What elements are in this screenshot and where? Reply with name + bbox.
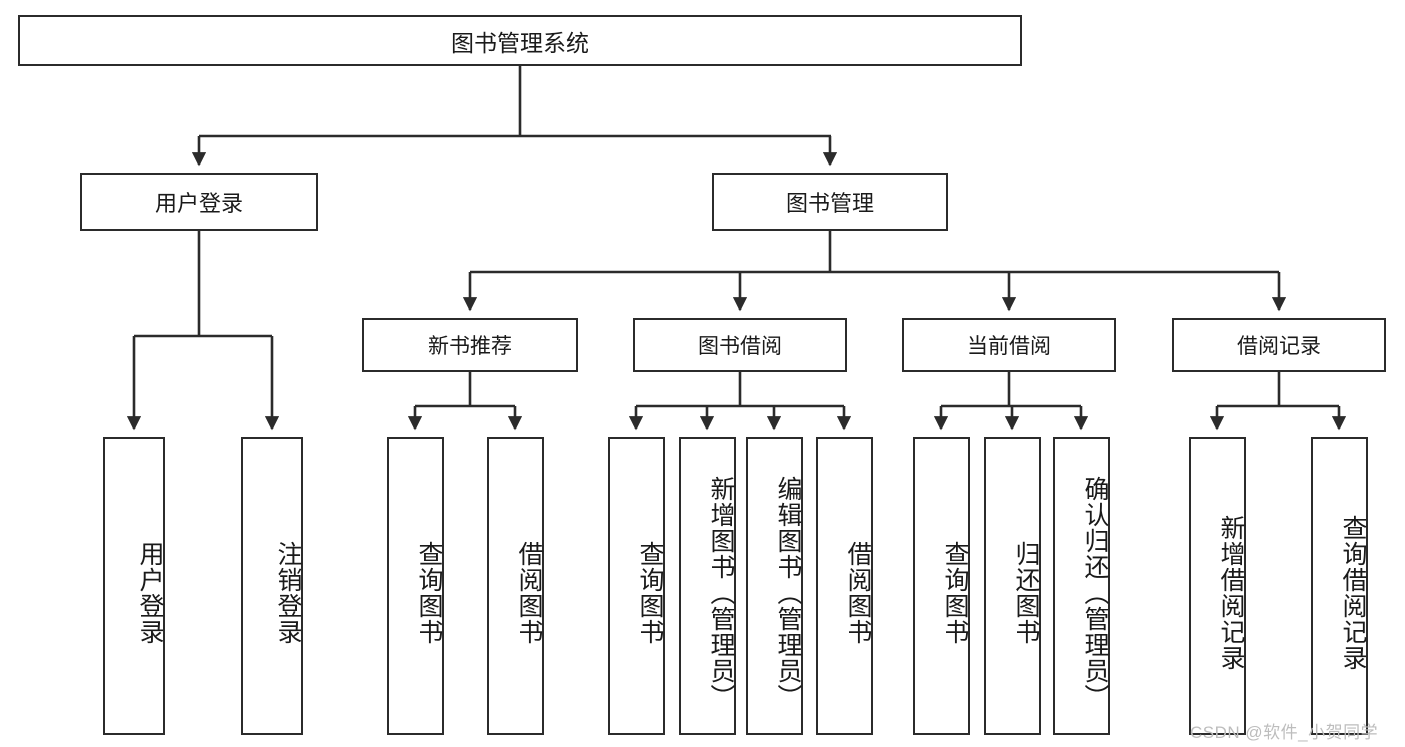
leaf-node-label: 查询图书: [941, 541, 969, 645]
node-borrow-record[interactable]: 借阅记录: [1172, 318, 1386, 372]
node-new-book-recommend[interactable]: 新书推荐: [362, 318, 578, 372]
leaf-node-label: 注销登录: [274, 541, 302, 645]
leaf-node-label: 确认归还（管理员）: [1081, 476, 1109, 710]
csdn-watermark: CSDN @软件_小贺同学: [1190, 723, 1379, 742]
leaf-node[interactable]: 新增借阅记录: [1189, 437, 1246, 735]
leaf-node[interactable]: 新增图书（管理员）: [679, 437, 736, 735]
node-user-login-label: 用户登录: [154, 191, 243, 216]
leaf-node-label: 借阅图书: [515, 541, 543, 645]
leaf-node[interactable]: 查询图书: [608, 437, 665, 735]
leaf-node-label: 编辑图书（管理员）: [774, 476, 802, 710]
leaf-node[interactable]: 查询图书: [387, 437, 444, 735]
node-book-management-label: 图书管理: [785, 191, 874, 216]
leaf-node-label: 新增图书（管理员）: [707, 476, 735, 710]
node-root-label: 图书管理系统: [451, 29, 589, 56]
leaf-node-label: 借阅图书: [844, 541, 872, 645]
leaf-node[interactable]: 确认归还（管理员）: [1053, 437, 1110, 735]
leaf-node[interactable]: 注销登录: [241, 437, 303, 735]
leaf-node[interactable]: 查询借阅记录: [1311, 437, 1368, 735]
node-root[interactable]: 图书管理系统: [18, 15, 1022, 66]
node-book-borrow[interactable]: 图书借阅: [633, 318, 847, 372]
node-user-login[interactable]: 用户登录: [80, 173, 318, 231]
leaf-node[interactable]: 用户登录: [103, 437, 165, 735]
leaf-node[interactable]: 查询图书: [913, 437, 970, 735]
leaf-node[interactable]: 借阅图书: [487, 437, 544, 735]
leaf-node-label: 用户登录: [136, 541, 164, 645]
leaf-node-label: 查询借阅记录: [1339, 515, 1367, 671]
leaf-node-label: 新增借阅记录: [1217, 515, 1245, 671]
leaf-node[interactable]: 归还图书: [984, 437, 1041, 735]
node-current-borrow-label: 当前借阅: [967, 335, 1051, 358]
node-book-management[interactable]: 图书管理: [712, 173, 948, 231]
leaf-node-label: 查询图书: [415, 541, 443, 645]
leaf-node-label: 查询图书: [636, 541, 664, 645]
leaf-node[interactable]: 编辑图书（管理员）: [746, 437, 803, 735]
node-borrow-record-label: 借阅记录: [1237, 335, 1321, 358]
node-book-borrow-label: 图书借阅: [698, 335, 782, 358]
node-new-book-recommend-label: 新书推荐: [428, 335, 512, 358]
node-current-borrow[interactable]: 当前借阅: [902, 318, 1116, 372]
leaf-node[interactable]: 借阅图书: [816, 437, 873, 735]
leaf-node-label: 归还图书: [1012, 541, 1040, 645]
